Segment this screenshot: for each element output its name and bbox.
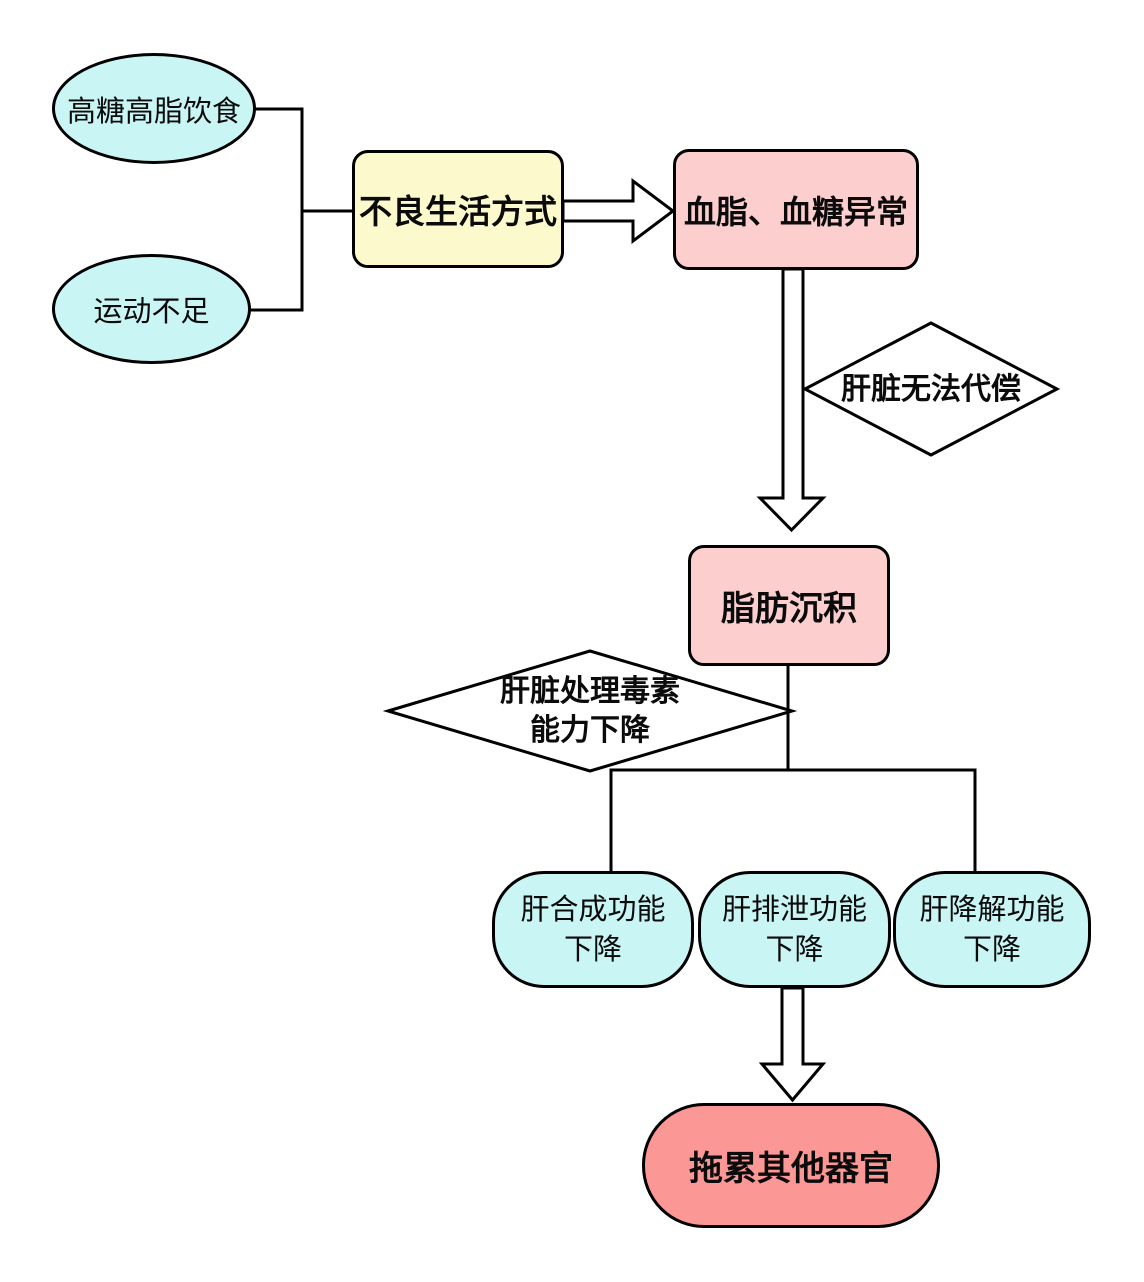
arrow-excretion-to-organs (758, 986, 827, 1103)
arrow-lifestyle-to-blood (561, 178, 676, 244)
node-lack-of-exercise-label: 运动不足 (93, 294, 210, 328)
condition-toxin-capacity-decline: 肝脏处理毒素 能力下降 (388, 651, 792, 771)
node-liver-excretion-decline-label: 肝排泄功能 下降 (721, 892, 867, 966)
node-bad-lifestyle-label: 不良生活方式 (359, 192, 557, 231)
arrow-blood-to-fat (756, 267, 827, 533)
diamond-toxin-capacity (382, 649, 798, 773)
node-liver-synthesis-decline-label: 肝合成功能 下降 (520, 892, 666, 966)
node-liver-degradation-decline-label: 肝降解功能 下降 (919, 892, 1065, 966)
node-fat-deposition-label: 脂肪沉积 (721, 589, 857, 629)
node-liver-excretion-decline: 肝排泄功能 下降 (698, 871, 891, 988)
node-drag-down-other-organs-label: 拖累其他器官 (689, 1149, 893, 1189)
node-high-sugar-fat-diet: 高糖高脂饮食 (52, 53, 256, 164)
condition-toxin-capacity-decline-label: 肝脏处理毒素 能力下降 (500, 674, 680, 748)
node-bad-lifestyle: 不良生活方式 (352, 150, 564, 268)
node-high-sugar-fat-diet-label: 高糖高脂饮食 (66, 93, 241, 128)
node-liver-degradation-decline: 肝降解功能 下降 (893, 871, 1091, 988)
condition-liver-cannot-compensate-label: 肝脏无法代偿 (841, 371, 1021, 407)
node-liver-synthesis-decline: 肝合成功能 下降 (492, 871, 694, 988)
node-blood-lipid-sugar-abnormal-label: 血脂、血糖异常 (683, 192, 908, 231)
node-drag-down-other-organs: 拖累其他器官 (642, 1103, 940, 1228)
node-lack-of-exercise: 运动不足 (52, 254, 251, 364)
node-blood-lipid-sugar-abnormal: 血脂、血糖异常 (673, 149, 919, 270)
node-fat-deposition: 脂肪沉积 (688, 545, 890, 666)
diamond-liver-compensate (801, 321, 1061, 457)
condition-liver-cannot-compensate: 肝脏无法代偿 (806, 323, 1056, 455)
